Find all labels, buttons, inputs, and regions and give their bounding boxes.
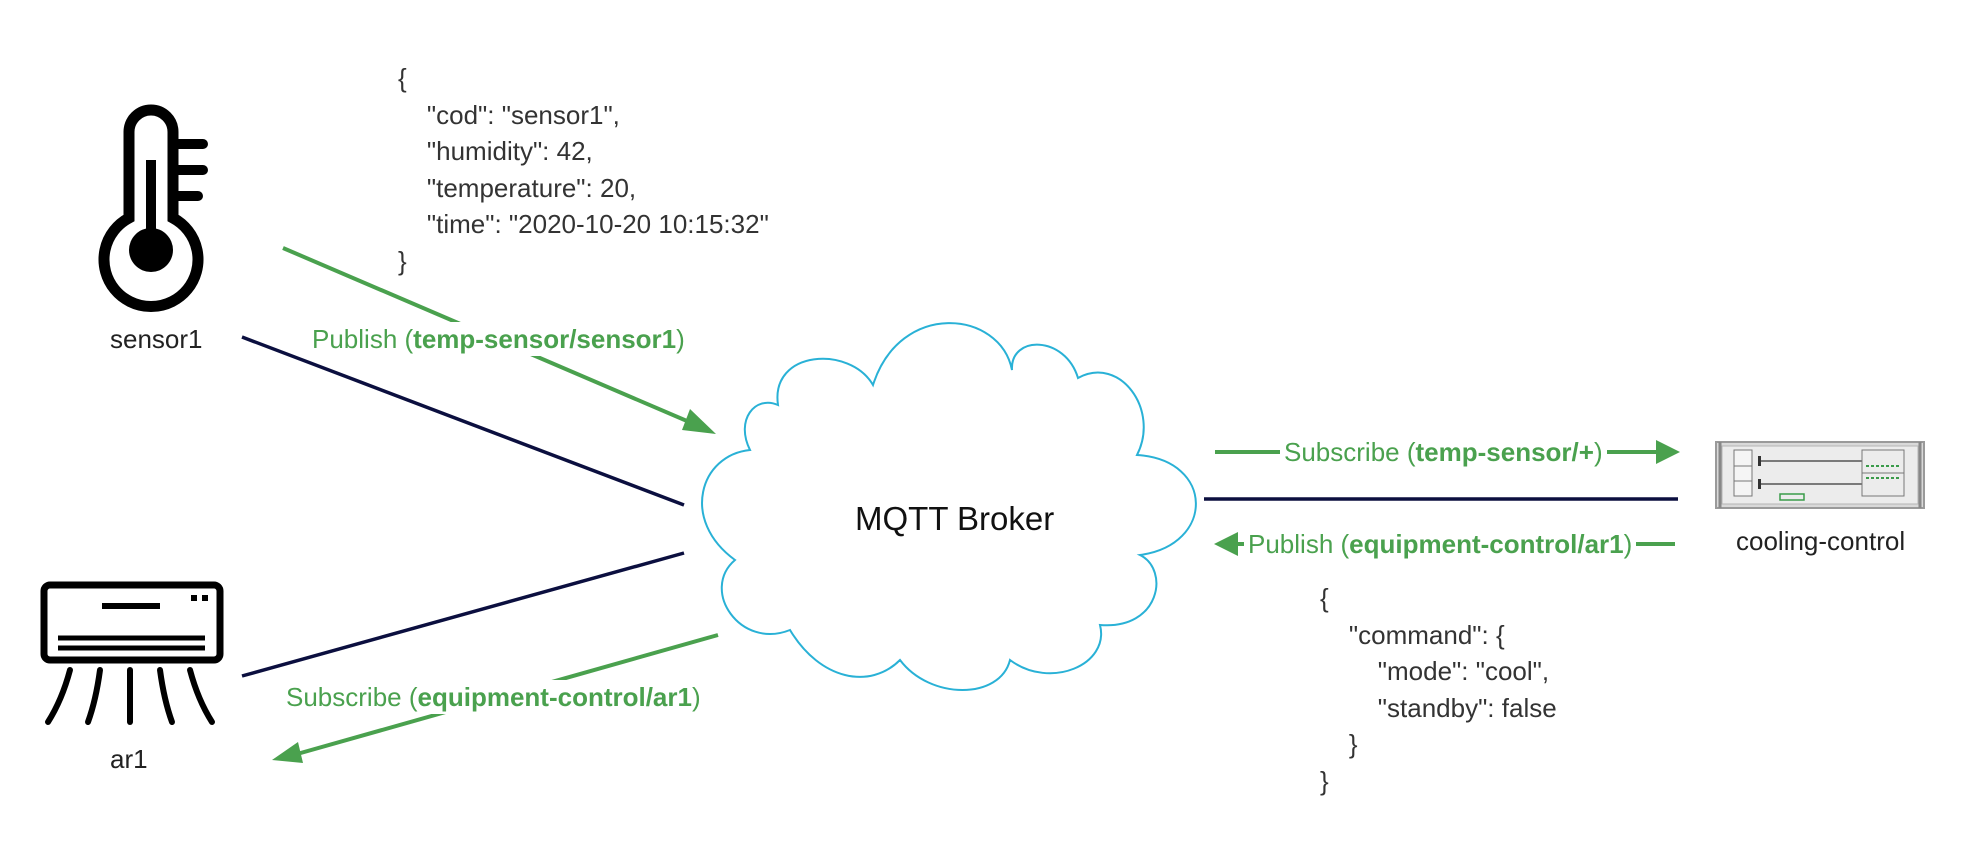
thermometer-icon — [98, 104, 208, 313]
ar-subscribe-topic: equipment-control/ar1 — [417, 682, 692, 712]
sensor-publish-label: Publish (temp-sensor/sensor1) — [308, 322, 689, 356]
sensor1-label: sensor1 — [110, 324, 203, 354]
sensor-payload: { "cod": "sensor1", "humidity": 42, "tem… — [398, 63, 769, 276]
cooling-control-label: cooling-control — [1736, 526, 1906, 556]
cooling-publish-topic: equipment-control/ar1 — [1349, 529, 1624, 559]
ar-subscribe-label: Subscribe (equipment-control/ar1) — [282, 680, 705, 714]
arrow-cooling-subscribe-head — [1656, 440, 1680, 464]
connection-sensor-broker — [241, 335, 685, 507]
cooling-subscribe-topic: temp-sensor/+ — [1415, 437, 1594, 467]
cooling-subscribe-label: Subscribe (temp-sensor/+) — [1280, 435, 1607, 469]
command-payload: { "command": { "mode": "cool", "standby"… — [1320, 583, 1557, 796]
arrow-ar-subscribe-head — [272, 742, 303, 763]
arrow-sensor-publish-head — [682, 409, 716, 434]
arrow-cooling-publish-head — [1214, 532, 1238, 556]
cooling-publish-label: Publish (equipment-control/ar1) — [1244, 527, 1637, 561]
cloud-icon — [701, 322, 1197, 691]
broker-label: MQTT Broker — [855, 500, 1055, 537]
air-conditioner-icon — [40, 581, 224, 725]
ar1-label: ar1 — [110, 744, 148, 774]
sensor-publish-topic: temp-sensor/sensor1 — [413, 324, 677, 354]
connection-ar-broker — [241, 551, 685, 678]
server-rack-icon — [1715, 441, 1925, 509]
